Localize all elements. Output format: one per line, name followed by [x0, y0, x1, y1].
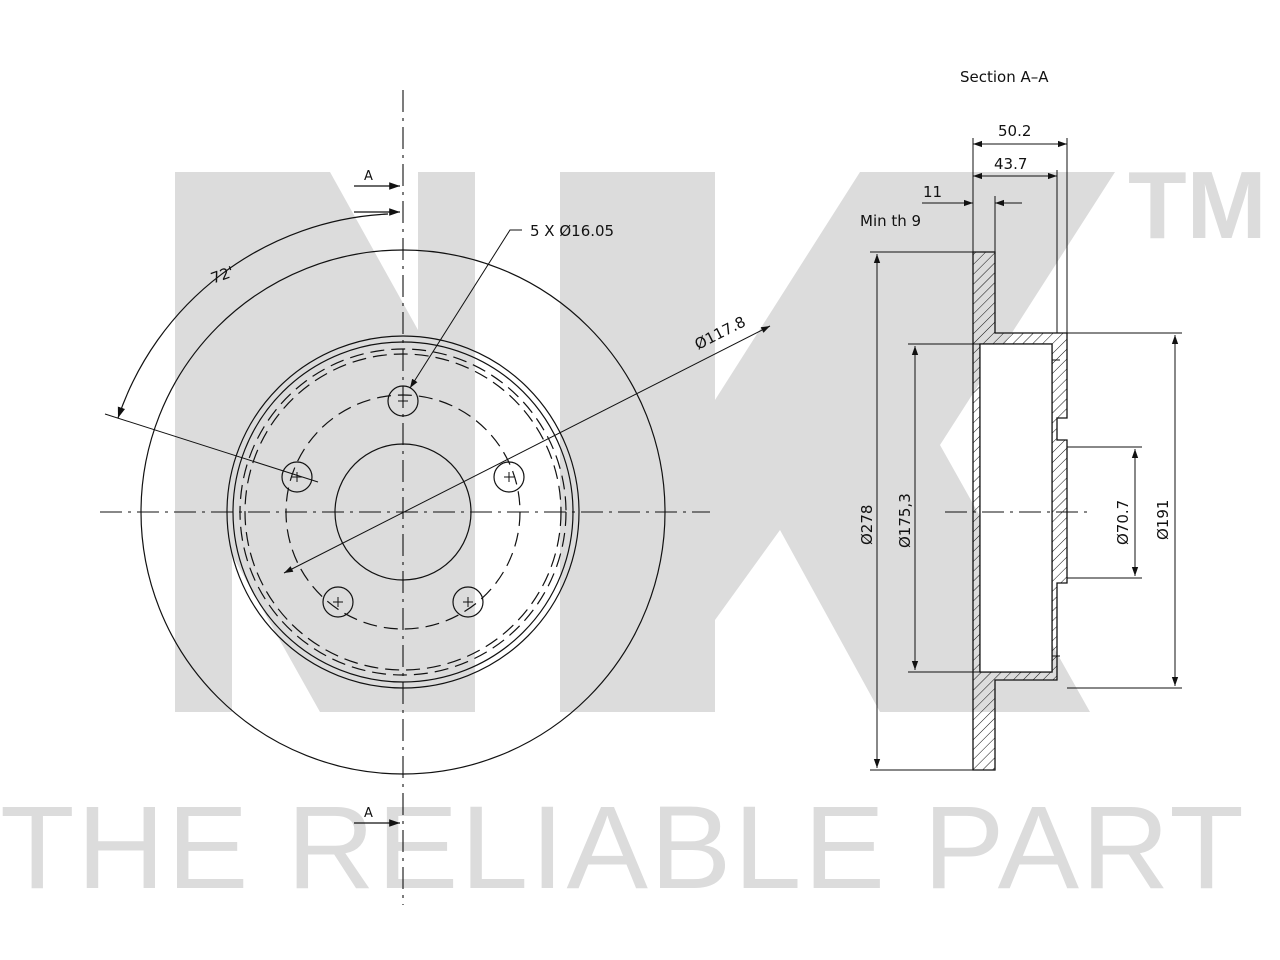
section-mark-top: A: [364, 169, 373, 184]
nk-logo-watermark: TM: [175, 152, 1267, 712]
center-bore-dim: Ø70.7: [1114, 500, 1132, 545]
bolt-hole: [322, 586, 354, 618]
section-title: Section A–A: [960, 68, 1049, 86]
angle-arc: [117, 213, 389, 419]
pcd-leader: [283, 325, 771, 574]
logo-trademark: TM: [1128, 152, 1267, 259]
thickness-dim: 11: [923, 183, 942, 201]
overall-height-dim: 50.2: [998, 122, 1031, 140]
inner-diameter-dim: Ø191: [1154, 500, 1172, 540]
min-thickness-dim: Min th 9: [860, 212, 921, 230]
tagline-watermark: THE RELIABLE PART: [0, 782, 1246, 914]
hat-diameter-dim: Ø175,3: [896, 493, 914, 548]
section-mark-bottom: A: [364, 806, 373, 821]
outer-diameter-dim: Ø278: [858, 505, 876, 545]
bolt-hole: [452, 586, 484, 618]
logo-letter-n: [175, 172, 475, 712]
bolt-hole-label: 5 X Ø16.05: [530, 222, 614, 240]
hat-height-dim: 43.7: [994, 155, 1027, 173]
section-view: Section A–A 50.2 43.7 11 Min th 9 Ø278: [858, 68, 1182, 771]
